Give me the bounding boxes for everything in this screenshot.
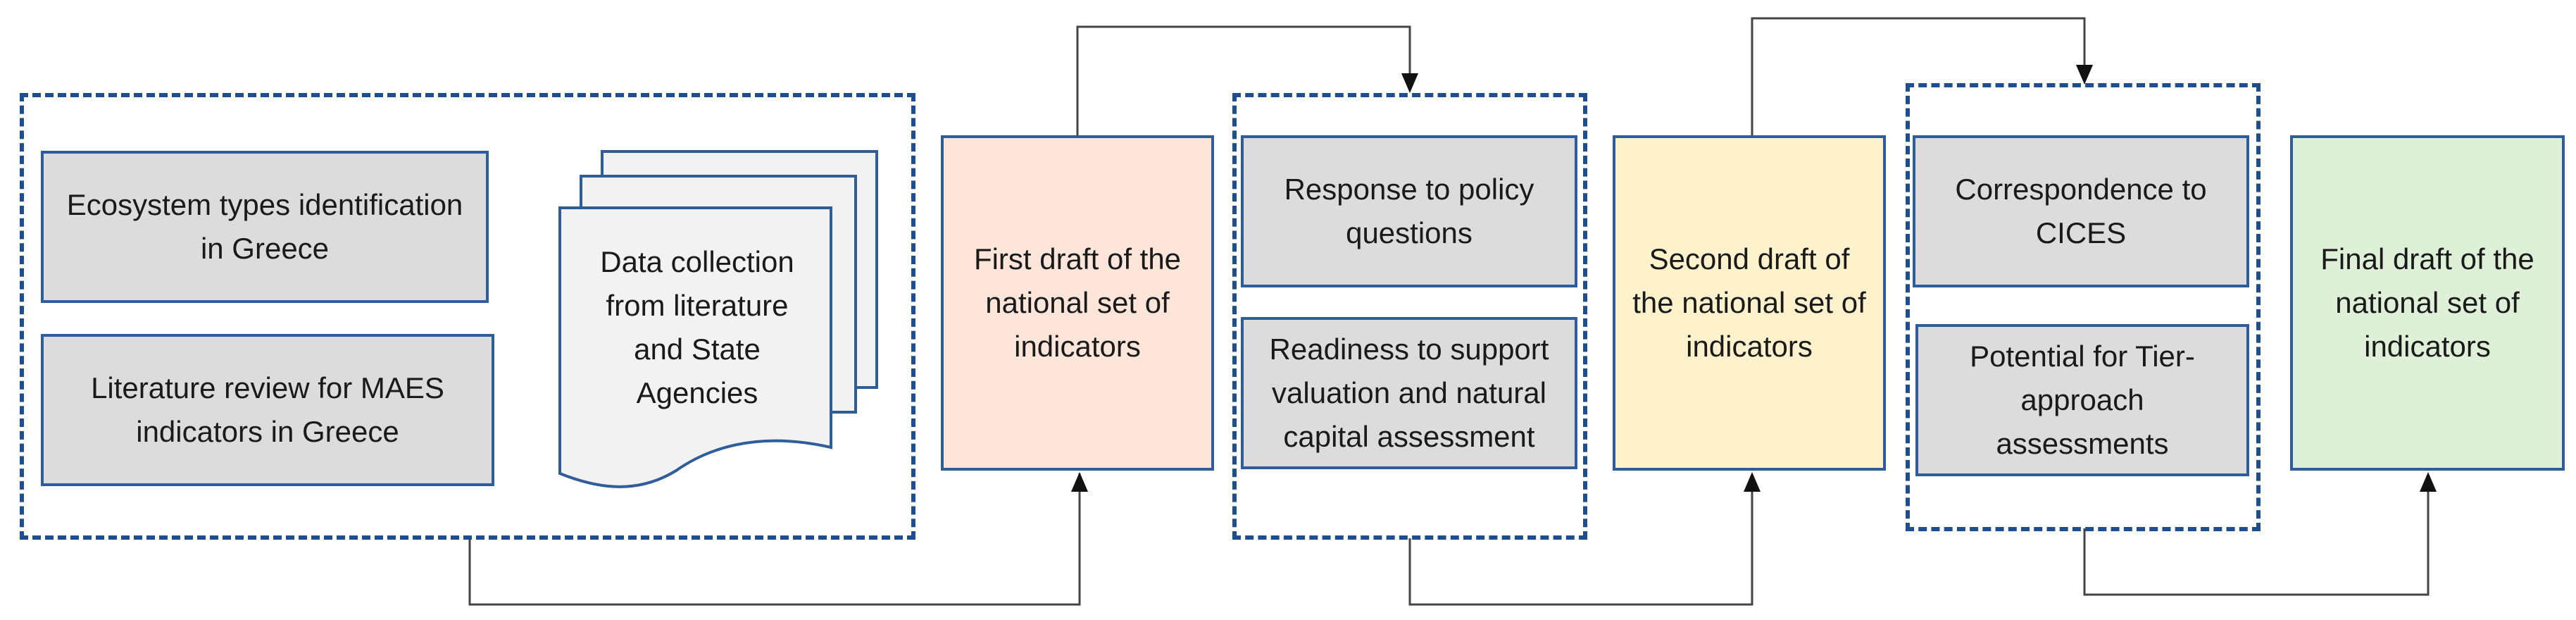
assessment-group-dashed bbox=[1232, 93, 1587, 540]
connector-group3-to-final bbox=[2083, 485, 2430, 596]
final-draft-box: Final draft of the national set of indic… bbox=[2290, 135, 2565, 471]
refinement-group-dashed bbox=[1906, 83, 2261, 531]
arrowhead-up-icon bbox=[1071, 472, 1088, 492]
ecosystem-identification-box: Ecosystem types identification in Greece bbox=[41, 151, 489, 303]
policy-questions-box: Response to policy questions bbox=[1241, 135, 1577, 287]
final-draft-label: Final draft of the national set of indic… bbox=[2320, 242, 2534, 363]
second-draft-box: Second draft of the national set of indi… bbox=[1613, 135, 1886, 471]
literature-review-label: Literature review for MAES indicators in… bbox=[91, 371, 444, 448]
cices-label: Correspondence to CICES bbox=[1955, 173, 2207, 249]
policy-questions-label: Response to policy questions bbox=[1284, 173, 1534, 249]
document-stack-icon bbox=[558, 150, 878, 488]
cices-box: Correspondence to CICES bbox=[1913, 135, 2249, 287]
tier-approach-label: Potential for Tier-approach assessments bbox=[1970, 340, 2195, 460]
connector-draft1-to-group2 bbox=[1076, 25, 1411, 135]
input-group-dashed bbox=[20, 93, 915, 540]
ecosystem-identification-label: Ecosystem types identification in Greece bbox=[66, 188, 463, 265]
data-collection-label: Data collection from literature and Stat… bbox=[600, 245, 794, 409]
connector-group2-to-draft2 bbox=[1408, 485, 1753, 606]
first-draft-box: First draft of the national set of indic… bbox=[941, 135, 1214, 471]
connector-group1-to-draft1 bbox=[468, 473, 1081, 606]
readiness-box: Readiness to support valuation and natur… bbox=[1241, 317, 1577, 469]
second-draft-label: Second draft of the national set of indi… bbox=[1632, 242, 1866, 363]
first-draft-label: First draft of the national set of indic… bbox=[973, 242, 1182, 363]
tier-approach-box: Potential for Tier-approach assessments bbox=[1915, 324, 2249, 476]
arrowhead-down-icon bbox=[2076, 65, 2093, 85]
readiness-label: Readiness to support valuation and natur… bbox=[1269, 333, 1549, 453]
literature-review-box: Literature review for MAES indicators in… bbox=[41, 334, 494, 486]
arrowhead-up-icon bbox=[2420, 472, 2437, 492]
connector-draft2-to-group3 bbox=[1751, 17, 2086, 135]
arrowhead-up-icon bbox=[1744, 472, 1761, 492]
arrowhead-down-icon bbox=[1401, 73, 1418, 93]
